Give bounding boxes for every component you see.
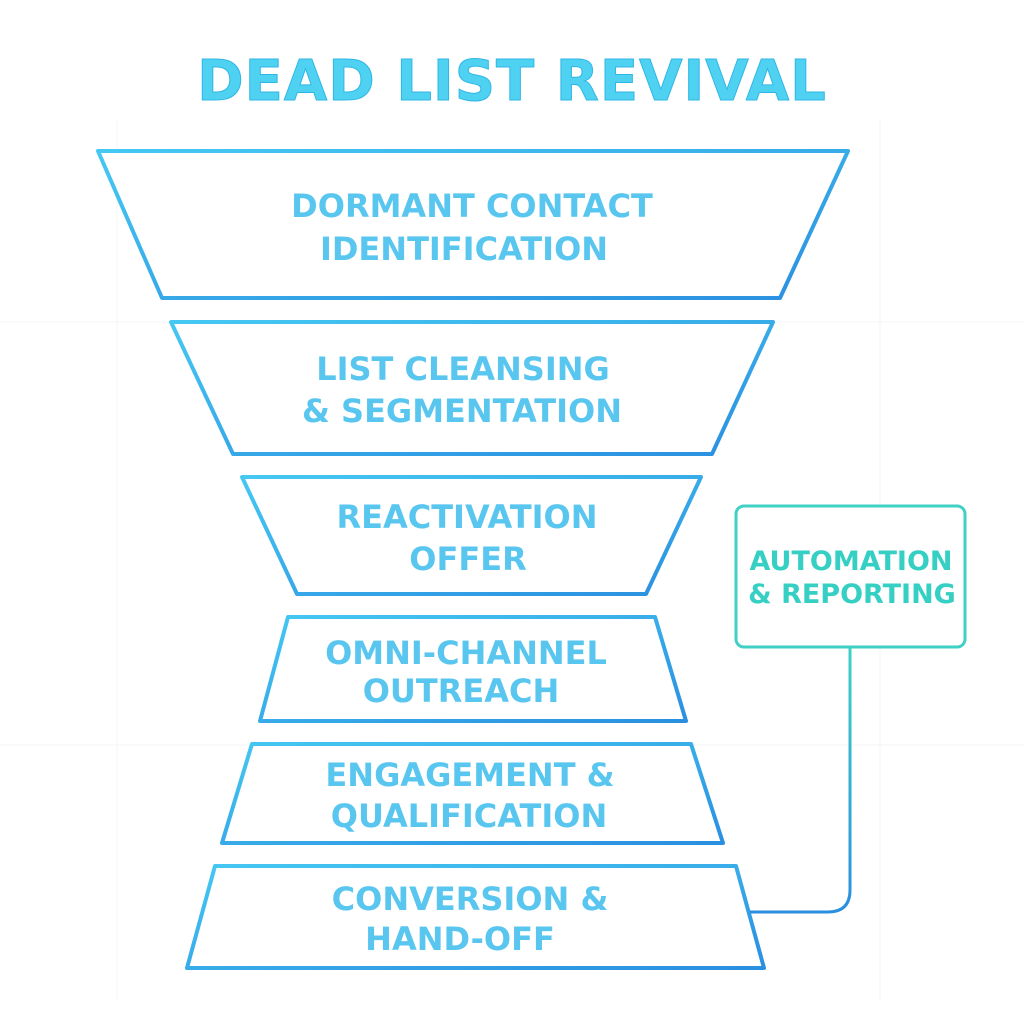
stage-label-line2: QUALIFICATION [331,797,608,835]
funnel-stage-2: LIST CLEANSING & SEGMENTATION [169,320,775,456]
stage-shape [220,742,725,845]
stage-shape [185,864,766,970]
funnel-stage-4: OMNI-CHANNEL OUTREACH [258,615,688,723]
stage-label-line2: IDENTIFICATION [320,230,608,268]
stage-shape [258,615,688,723]
page-title: DEAD LIST REVIVAL [197,49,827,114]
stage-shape [169,320,775,456]
side-box-frame [734,504,967,649]
stage-label-line1: ENGAGEMENT & [325,756,614,794]
stage-shape [240,475,703,596]
stage-label-line1: DORMANT CONTACT [291,187,653,225]
connector-line [750,648,852,914]
stage-label-line2: & SEGMENTATION [302,392,622,430]
funnel-stage-5: ENGAGEMENT & QUALIFICATION [220,742,725,845]
funnel-stage-1: DORMANT CONTACT IDENTIFICATION [96,149,850,300]
stage-shape [96,149,850,300]
stage-label-line1: CONVERSION & [332,880,609,918]
stage-label-line1: OMNI-CHANNEL [325,634,607,672]
stage-label-line2: OUTREACH [363,672,560,710]
stage-label-line2: HAND-OFF [365,920,555,958]
side-box-label-line2: & REPORTING [748,579,956,610]
stage-label-line2: OFFER [409,540,526,578]
stage-label-line1: REACTIVATION [336,498,597,536]
side-box-label-line1: AUTOMATION [749,546,952,577]
funnel-stage-3: REACTIVATION OFFER [240,475,703,596]
stage-label-line1: LIST CLEANSING [316,350,610,388]
funnel-stage-6: CONVERSION & HAND-OFF [185,864,766,970]
automation-reporting-box: AUTOMATION & REPORTING [734,504,967,649]
